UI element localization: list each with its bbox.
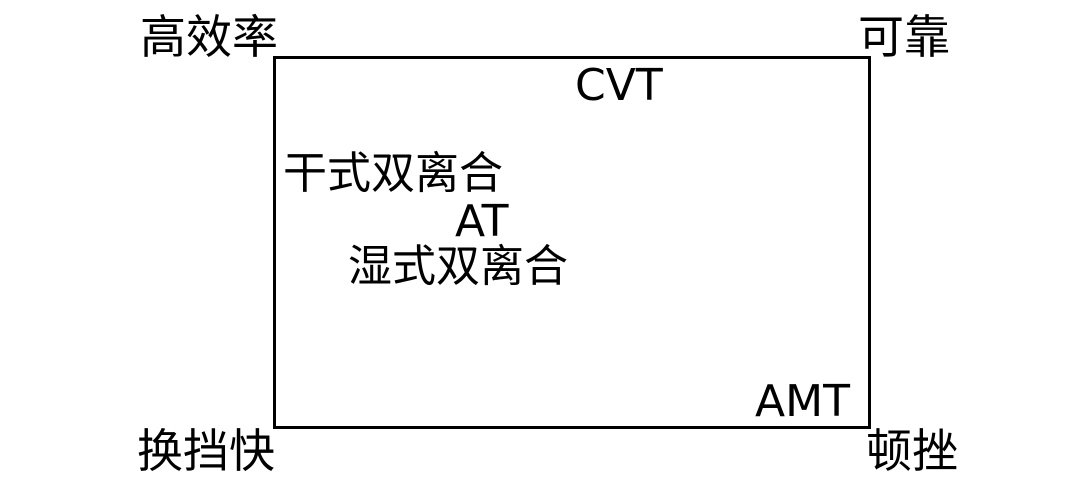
label-amt: AMT <box>755 376 850 427</box>
corner-label-high-efficiency: 高效率 <box>140 10 278 64</box>
diagram-frame <box>273 56 871 429</box>
corner-label-fast-shifting: 换挡快 <box>137 424 275 478</box>
label-dry-dct: 干式双离合 <box>283 148 503 199</box>
label-wet-dct: 湿式双离合 <box>348 241 568 292</box>
corner-label-reliable: 可靠 <box>858 10 950 64</box>
corner-label-jerky: 顿挫 <box>866 424 958 478</box>
label-cvt: CVT <box>575 60 663 111</box>
label-at: AT <box>455 196 509 247</box>
